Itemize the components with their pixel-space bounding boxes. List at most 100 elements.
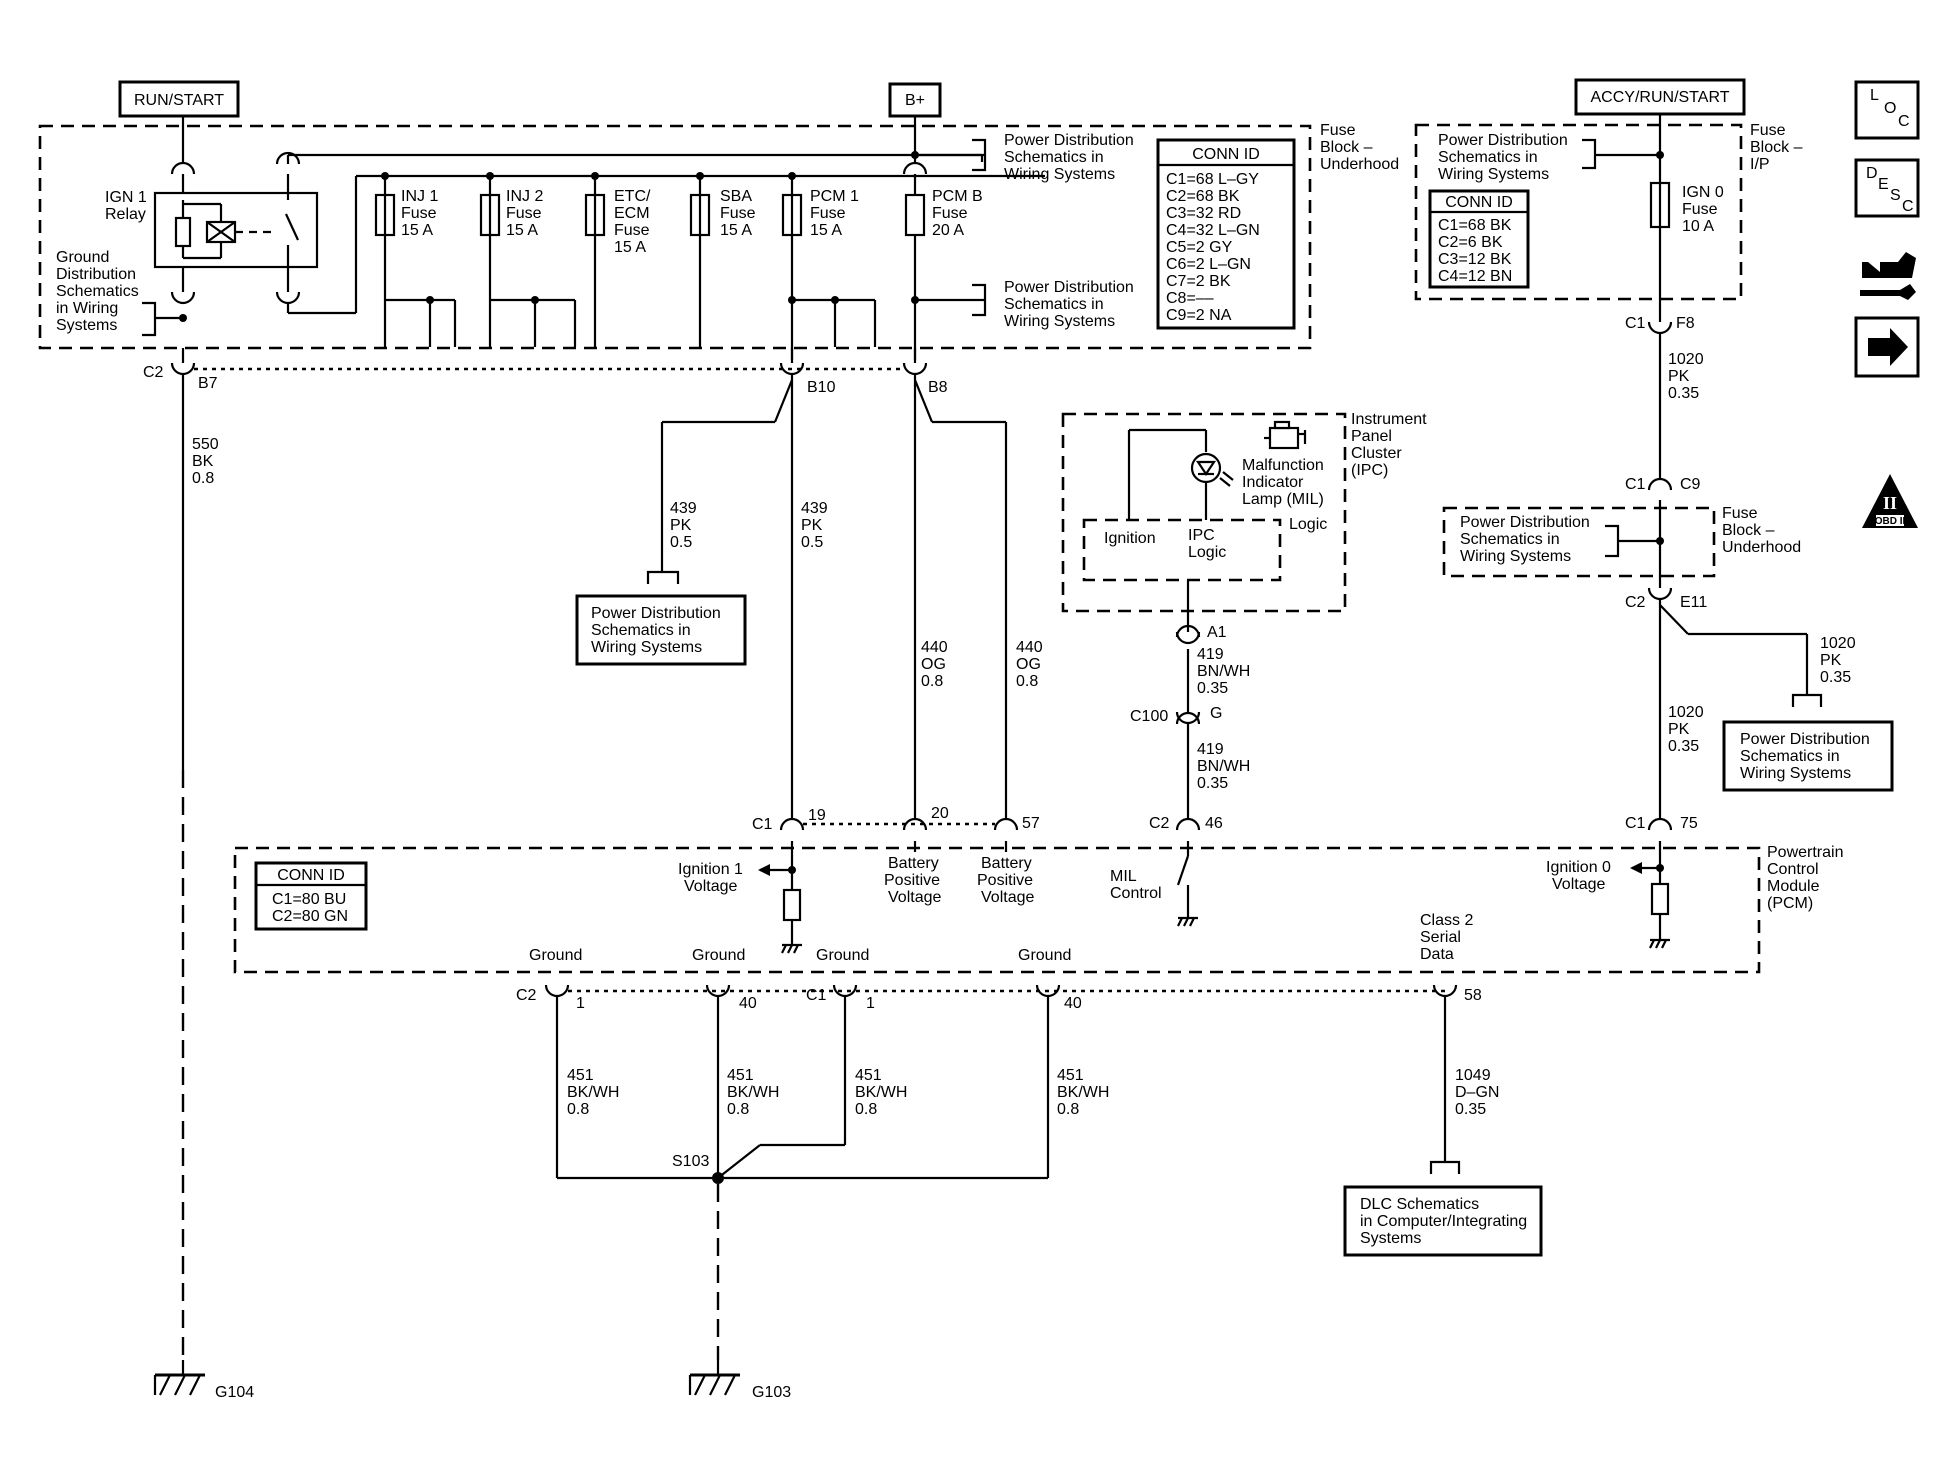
svg-text:B+: B+ [905,92,925,109]
wire-419a-label: 419 BN/WH 0.35 [1197,646,1255,697]
wire-1020b-label: 1020 PK 0.35 [1820,635,1860,686]
wire-451a-label: 451 BK/WH 0.8 [567,1067,624,1118]
wire-451c-label: 451 BK/WH 0.8 [855,1067,912,1118]
svg-text:CONN ID: CONN ID [1192,146,1260,163]
svg-text:E: E [1878,176,1889,193]
inj1-fuse-label: INJ 1 Fuse 15 A [401,188,443,239]
fuse-block-ip-label: Fuse Block – I/P [1750,122,1807,173]
fuses [374,172,926,360]
svg-text:II: II [1883,493,1897,513]
pin-57: 57 [1022,815,1040,832]
sba-fuse-label: SBA Fuse 15 A [720,188,760,239]
desc-icon[interactable]: D E S C [1854,158,1920,218]
pcm1-fuse-label: PCM 1 Fuse 15 A [810,188,863,239]
a1-pin: A1 [1207,624,1227,641]
ground-label-4: Ground [1018,947,1071,964]
dlc-schematics-box: DLC Schematics in Computer/Integrating S… [1343,1185,1543,1257]
svg-text:C1=68 BK C2=6 BK C: C1=68 BK C2=6 BK C3=12 BK C4=12 BN [1438,217,1516,285]
svg-text:CONN ID: CONN ID [1445,194,1513,211]
wire-440a-label: 440 OG 0.8 [921,639,952,690]
c1-75-connector: C1 75 [1625,815,1698,832]
pcm-internal-ground-2-icon [1649,938,1670,949]
ground-g104-icon [153,1360,205,1396]
mil-control-label: MIL Control [1110,868,1162,902]
battery-positive-voltage-2-label: Battery Positive Voltage [977,855,1037,906]
s103-label: S103 [672,1153,709,1170]
obd-ii-icon: II OBD II [1862,474,1918,528]
ground-label-2: Ground [692,947,745,964]
conn-id-table-pcm: CONN ID C1=80 BU C2=80 GN [254,861,368,931]
underhood-2-power-distribution-label: Power Distribution Schematics in Wiring … [1460,514,1594,565]
fuse-block-ip [1414,123,1743,301]
pin-58: 58 [1464,987,1482,1004]
c1-c9-connector: C1 C9 [1625,476,1701,493]
fuse-block-underhood-2-label: Fuse Block – Underhood [1722,505,1801,556]
wire-439b-label: 439 PK 0.5 [801,500,832,551]
c1-1-connector: C1 1 [806,987,875,1012]
loc-icon[interactable]: L O C [1854,80,1920,140]
svg-text:RUN/START: RUN/START [134,92,224,109]
ign1-relay-label: IGN 1 Relay [105,189,151,223]
next-arrow-icon[interactable] [1854,316,1920,378]
inj2-fuse-label: INJ 2 Fuse 15 A [506,188,548,239]
svg-text:C: C [1902,198,1914,215]
b-plus-source: B+ [888,82,942,118]
ground-label-3: Ground [816,947,869,964]
svg-text:Power Distribution Schem: Power Distribution Schematics in Wiring … [591,605,725,656]
fuse-block-underhood-2 [1442,506,1716,578]
etc-ecm-fuse-label: ETC/ ECM Fuse 15 A [614,188,655,256]
power-distribution-label-1: Power Distribution Schematics in Wiring … [1004,132,1138,183]
ground-g103-icon [688,1360,740,1396]
g104-label: G104 [215,1384,254,1401]
svg-text:OBD II: OBD II [1875,516,1906,527]
pin-40b: 40 [1064,995,1082,1012]
wire-439a-label: 439 PK 0.5 [670,500,701,551]
power-distribution-label-2: Power Distribution Schematics in Wiring … [1004,279,1138,330]
conn-id-table-ip: CONN ID C1=68 BK C2=6 BK C3=12 BK C4=12 … [1428,189,1530,289]
wire-451d-label: 451 BK/WH 0.8 [1057,1067,1114,1118]
svg-text:C1=80 BU C2=80 GN: C1=80 BU C2=80 GN [272,891,351,925]
wire-419b-label: 419 BN/WH 0.35 [1197,741,1255,792]
c100-g-connector: C100 G [1130,705,1222,725]
wire-440b-label: 440 OG 0.8 [1016,639,1047,690]
wire-1020c-label: 1020 PK 0.35 [1668,704,1708,755]
svg-text:Power Distribution Schem: Power Distribution Schematics in Wiring … [1740,731,1874,782]
ign1-relay [153,191,319,269]
svg-text:O: O [1884,100,1896,117]
accy-run-start-source: ACCY/RUN/START [1574,78,1746,116]
ground-distribution-label: Ground Distribution Schematics in Wiring… [56,249,143,334]
svg-text:C1=68 L–GY C2=68 BK: C1=68 L–GY C2=68 BK C3=32 RD C4=32 L–GN … [1166,171,1264,324]
svg-text:S: S [1890,187,1901,204]
pcm-internal-ground-1-icon [781,943,802,954]
c1-f8-connector: C1 F8 [1625,315,1695,332]
svg-text:DLC Schematics in Comput: DLC Schematics in Computer/Integrating S… [1360,1196,1532,1247]
connector-wrench-icon[interactable] [1860,252,1916,300]
svg-text:ACCY/RUN/START: ACCY/RUN/START [1591,89,1730,106]
wire-1020a-label: 1020 PK 0.35 [1668,351,1708,402]
powertrain-control-module [233,846,1761,974]
svg-text:CONN ID: CONN ID [277,867,345,884]
svg-text:D: D [1866,165,1878,182]
pin-20: 20 [931,805,949,822]
svg-text:L: L [1870,87,1879,104]
ground-label-1: Ground [529,947,582,964]
class2-serial-data-label: Class 2 Serial Data [1420,912,1478,963]
c1-19-connector: C1 19 [752,807,826,833]
c2-e11-connector: C2 E11 [1625,594,1707,611]
wire-1049-label: 1049 D–GN 0.35 [1455,1067,1504,1118]
mil-lamp-icon [1190,452,1234,487]
mil-control-ground-icon [1177,916,1198,927]
c2-46-connector: C2 46 [1149,815,1223,832]
c2-1-connector: C2 1 [516,987,585,1012]
svg-text:C: C [1898,113,1910,130]
conn-id-table-underhood: CONN ID C1=68 L–GY C2=68 BK C3=32 RD C4=… [1156,138,1296,330]
g103-label: G103 [752,1384,791,1401]
ignition-1-voltage-label: Ignition 1 Voltage [678,861,747,895]
ipc-logic-box [1082,518,1282,582]
fuse-block-underhood [38,124,1312,350]
ign0-fuse-label: IGN 0 Fuse 10 A [1682,184,1728,235]
ipc-ignition-label: Ignition [1104,530,1156,547]
fuse-block-underhood-label: Fuse Block – Underhood [1320,122,1399,173]
pcm-label: Powertrain Control Module (PCM) [1767,844,1848,912]
